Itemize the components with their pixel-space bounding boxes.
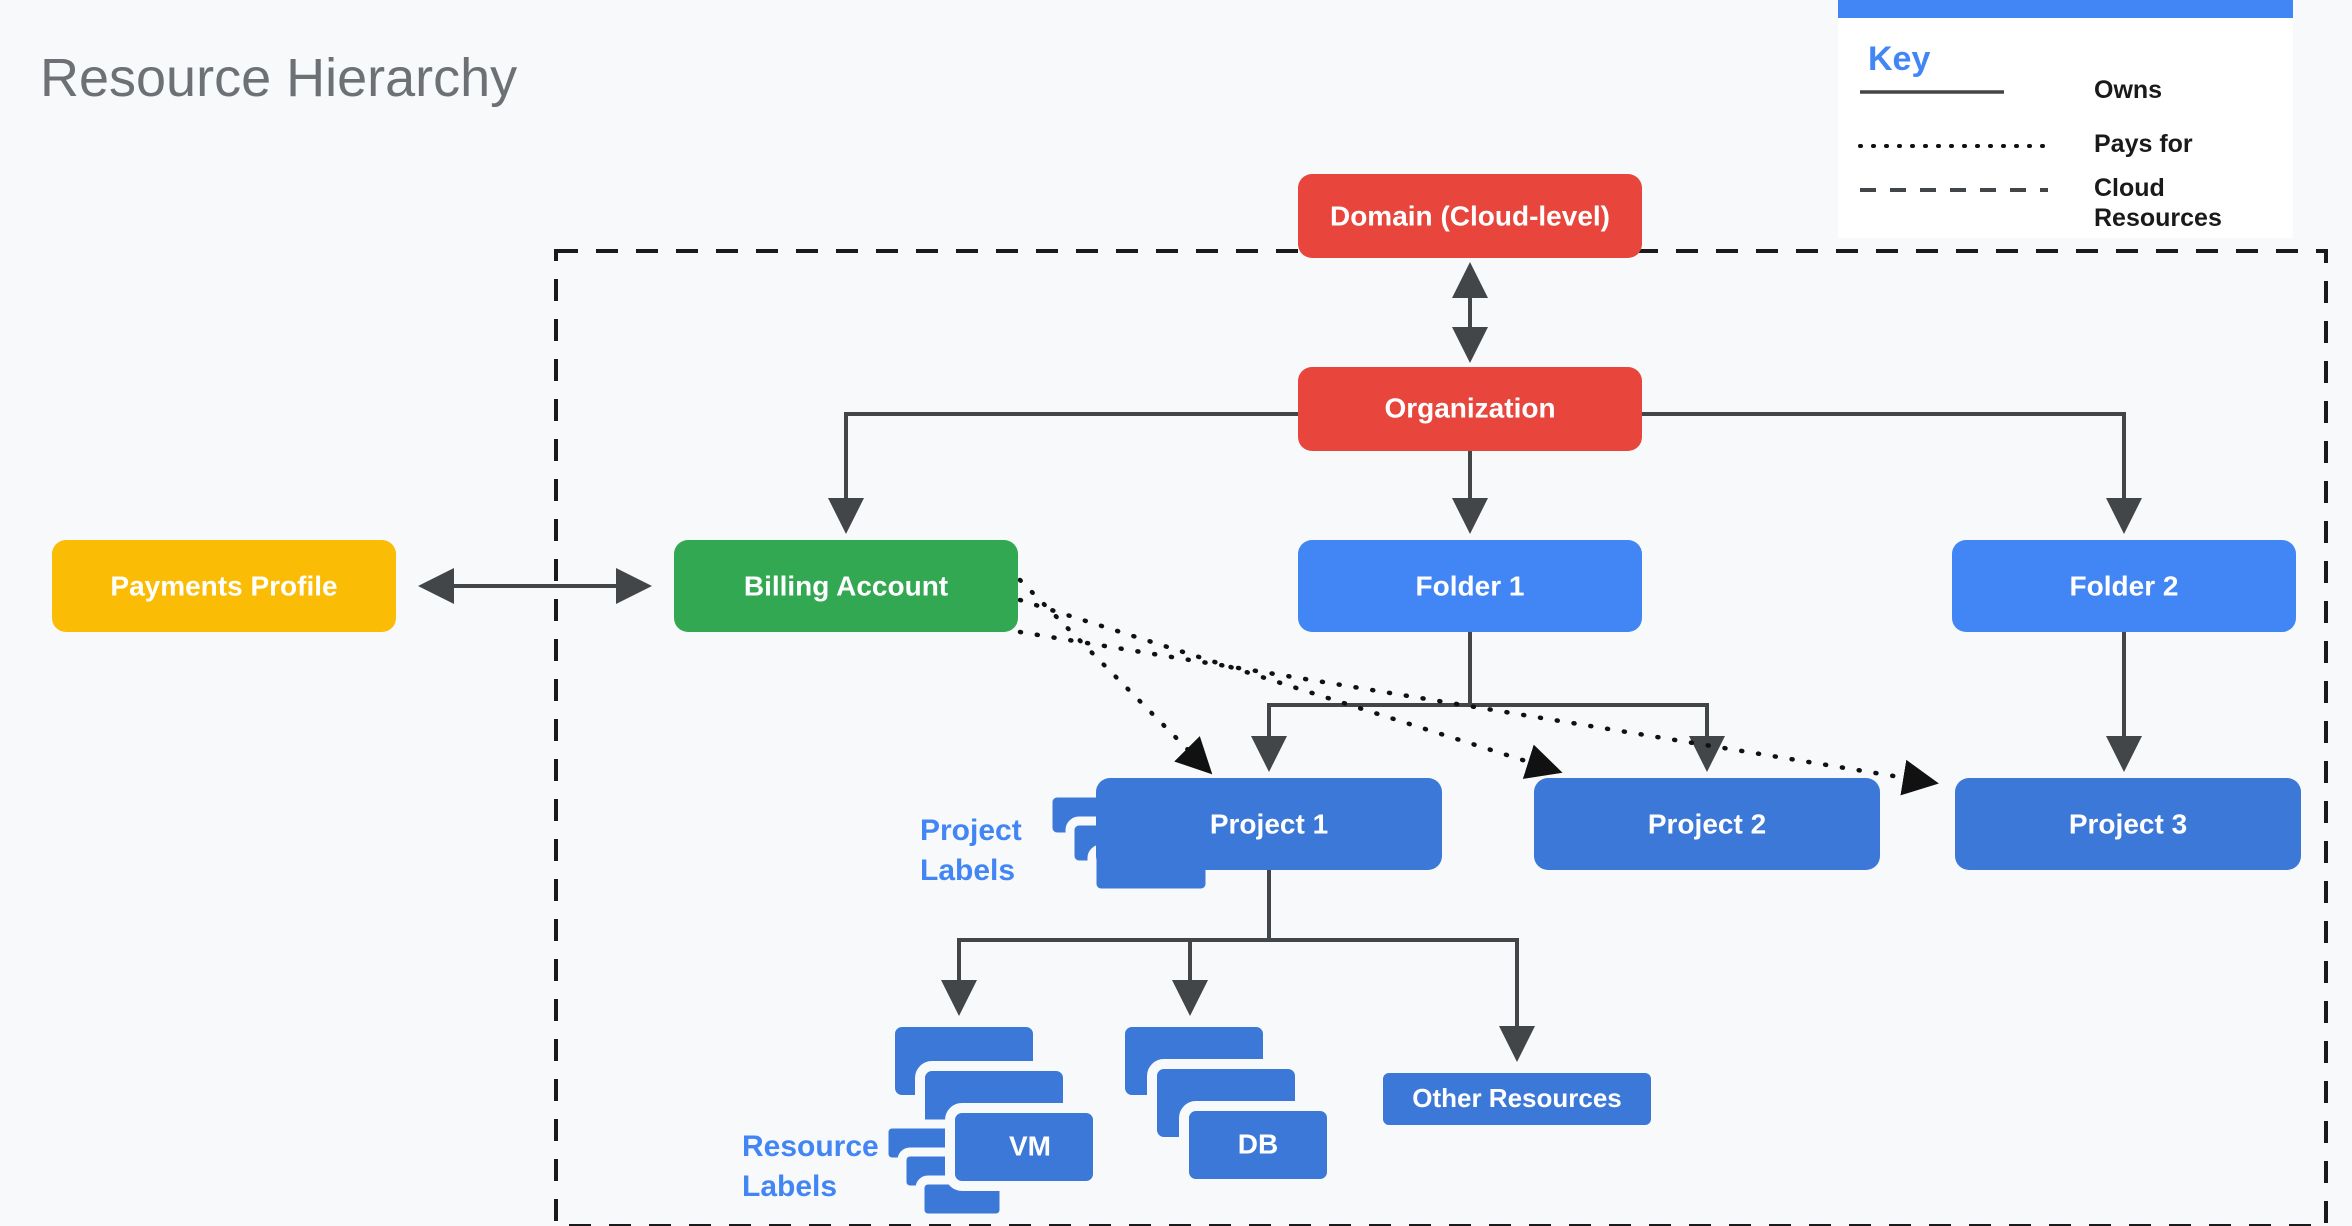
node-folder1[interactable]: Folder 1	[1298, 540, 1642, 632]
node-payments-profile-box[interactable]	[52, 540, 396, 632]
node-folder2[interactable]: Folder 2	[1952, 540, 2296, 632]
node-domain[interactable]: Domain (Cloud-level)	[1298, 174, 1642, 258]
node-project3[interactable]: Project 3	[1955, 778, 2301, 870]
edge-project1-vm	[941, 870, 1271, 1016]
node-project2-box[interactable]	[1534, 778, 1880, 870]
node-project1[interactable]: Project 1	[1096, 778, 1442, 870]
project-labels-line2: Labels	[920, 854, 1015, 887]
node-project3-box[interactable]	[1955, 778, 2301, 870]
edge-organization-billing-account	[828, 412, 1298, 534]
edge-project1-other-resources	[1269, 938, 1535, 1062]
edge-billing-account-project1-paysfor	[1017, 577, 1213, 775]
legend-label-cloud-resources-line1: Cloud	[2094, 174, 2165, 202]
project-labels-line1: Project	[920, 814, 1022, 847]
edge-folder1-project1	[1251, 632, 1472, 772]
page-title: Resource Hierarchy	[40, 48, 517, 108]
node-folder1-box[interactable]	[1298, 540, 1642, 632]
node-domain-box[interactable]	[1298, 174, 1642, 258]
resource-labels-line2: Labels	[742, 1170, 837, 1203]
legend-label-owns: Owns	[2094, 76, 2162, 104]
legend-label-cloud-resources-line2: Resources	[2094, 204, 2222, 232]
edge-project1-db	[1172, 938, 1269, 1016]
node-project1-box[interactable]	[1096, 778, 1442, 870]
legend-cloud-word1: Cloud	[2094, 174, 2165, 202]
legend-cloud-word2: Resources	[2094, 204, 2222, 232]
node-organization[interactable]: Organization	[1298, 367, 1642, 451]
resource-labels-line1: Resource	[742, 1130, 879, 1163]
node-db-box[interactable]	[1179, 1101, 1337, 1189]
node-organization-box[interactable]	[1298, 367, 1642, 451]
legend-heading: Key	[1868, 40, 1930, 78]
edge-billing-account-project3-paysfor	[1017, 629, 1939, 796]
node-other-resources[interactable]: Other Resources	[1373, 1063, 1661, 1135]
project-labels-caption: Project Labels	[920, 814, 1022, 887]
node-vm-box[interactable]	[945, 1103, 1103, 1191]
resource-labels-caption: Resource Labels	[742, 1130, 879, 1203]
vm-resource-stack[interactable]: VM	[879, 1017, 1103, 1223]
edge-organization-folder2	[1642, 412, 2142, 534]
node-other-resources-box[interactable]	[1373, 1063, 1661, 1135]
legend-accent-bar	[1838, 0, 2293, 18]
node-billing-account-box[interactable]	[674, 540, 1018, 632]
db-resource-stack[interactable]: DB	[1115, 1017, 1337, 1189]
node-folder2-box[interactable]	[1952, 540, 2296, 632]
legend-label-pays-for: Pays for	[2094, 130, 2193, 158]
node-payments-profile[interactable]: Payments Profile	[52, 540, 396, 632]
legend-background	[1838, 0, 2293, 238]
legend-panel: Key Owns Pays for Cloud Resources	[1838, 0, 2293, 238]
node-billing-account[interactable]: Billing Account	[674, 540, 1018, 632]
node-project2[interactable]: Project 2	[1534, 778, 1880, 870]
